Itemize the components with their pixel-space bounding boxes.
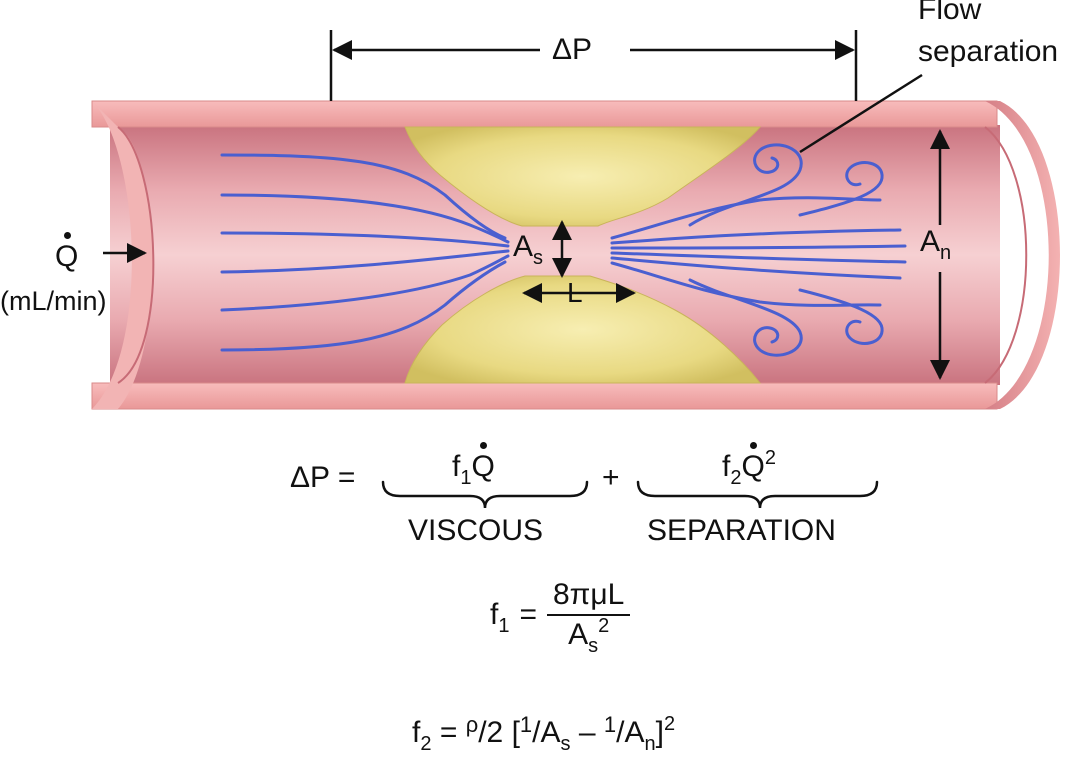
streamlines	[220, 143, 907, 357]
vessel-left-opening	[92, 101, 153, 409]
length-label: L	[567, 277, 583, 308]
f1-equation: f1 = 8πμL As2	[490, 580, 631, 657]
annotations	[103, 30, 950, 380]
streamline-right-4	[610, 251, 907, 264]
streamline-left-1	[220, 153, 507, 240]
f2-slash-a: /	[532, 716, 541, 749]
separation-label: SEPARATION	[647, 514, 836, 547]
viscous-term: f1Q	[452, 442, 495, 488]
streamline-left-5	[220, 254, 510, 312]
f2-rho: ρ	[465, 712, 479, 737]
vortex-top-1	[688, 143, 803, 227]
f2-slash-b: /	[616, 716, 625, 749]
flow-q-label: Q	[55, 232, 79, 273]
f2-close-bracket: ]	[655, 716, 664, 749]
f2-a1: A	[540, 716, 561, 749]
separation-term-f: f	[722, 450, 731, 483]
f1-lhs: f1	[490, 598, 510, 637]
flow-separation-label-line2: separation	[918, 35, 1059, 68]
vortex-bottom-2	[798, 288, 884, 345]
f2-exp: 2	[663, 713, 676, 735]
viscous-term-f: f	[452, 450, 461, 483]
f1-numerator: 8πμL	[547, 580, 631, 616]
f2-a1-sub: s	[560, 733, 571, 755]
area-normal-sub: n	[940, 242, 952, 264]
streamline-right-6	[610, 261, 882, 307]
viscous-brace	[381, 480, 589, 509]
streamline-left-2	[220, 193, 510, 244]
flow-separation-label-line1: Flow	[918, 0, 982, 26]
flow-units-label: (mL/min)	[0, 286, 107, 316]
streamline-left-4	[220, 249, 510, 274]
plaque-bottom	[404, 275, 762, 384]
area-stenosis-a: A	[513, 230, 534, 263]
vessel-bottom-wall	[91, 382, 998, 410]
f2-one-b: 1	[603, 712, 617, 737]
f2-two: 2	[486, 716, 504, 749]
separation-brace	[636, 480, 879, 509]
f1-fraction: 8πμL As2	[547, 580, 631, 657]
f2-a2-sub: n	[644, 733, 656, 755]
area-stenosis-sub: s	[533, 247, 544, 269]
f2-equals: =	[439, 716, 458, 749]
f2-lhs-f: f	[412, 716, 421, 749]
streamline-right-1	[610, 196, 882, 240]
streamline-right-3	[610, 244, 907, 250]
vortex-bottom-1	[688, 278, 803, 357]
braces	[381, 480, 879, 509]
flow-separation-leader	[799, 73, 923, 154]
vessel-right-end-inner	[984, 126, 1028, 384]
separation-term-exp: 2	[764, 447, 776, 469]
equation-lhs: ΔP =	[290, 461, 356, 494]
viscous-term-q: Q	[471, 442, 495, 483]
f2-lhs-sub: 2	[420, 733, 432, 755]
f1-equals: =	[519, 598, 537, 631]
flow-q-symbol: Q	[55, 232, 79, 273]
vessel-left-inner	[117, 126, 155, 384]
streamline-right-5	[610, 256, 902, 280]
f2-slash: /	[478, 716, 487, 749]
f2-a2: A	[624, 716, 645, 749]
separation-term-q: Q	[741, 442, 765, 483]
separation-term-sub: 2	[730, 467, 742, 489]
vessel-right-end	[985, 101, 1060, 409]
viscous-label: VISCOUS	[408, 514, 544, 547]
area-stenosis-label: As	[513, 230, 543, 269]
delta-p-label: ΔP	[552, 33, 593, 66]
f2-minus: –	[570, 716, 604, 749]
f2-open-bracket: [	[503, 716, 520, 749]
separation-term: f2Q2	[722, 442, 776, 488]
streamline-left-3	[220, 231, 510, 248]
equation-plus: +	[602, 461, 620, 494]
streamline-right-2	[610, 228, 902, 245]
f2-one-a: 1	[519, 712, 533, 737]
viscous-term-sub: 1	[460, 467, 472, 489]
f2-equation: f2 = ρ/2 [1/As – 1/An]2	[412, 714, 675, 755]
plaque	[404, 126, 762, 384]
area-normal-label: An	[920, 225, 951, 264]
area-normal-a: A	[920, 225, 941, 258]
f1-denominator: As2	[568, 615, 610, 657]
plaque-top	[404, 126, 762, 227]
vortex-top-2	[798, 161, 884, 217]
streamline-left-6	[220, 260, 507, 352]
